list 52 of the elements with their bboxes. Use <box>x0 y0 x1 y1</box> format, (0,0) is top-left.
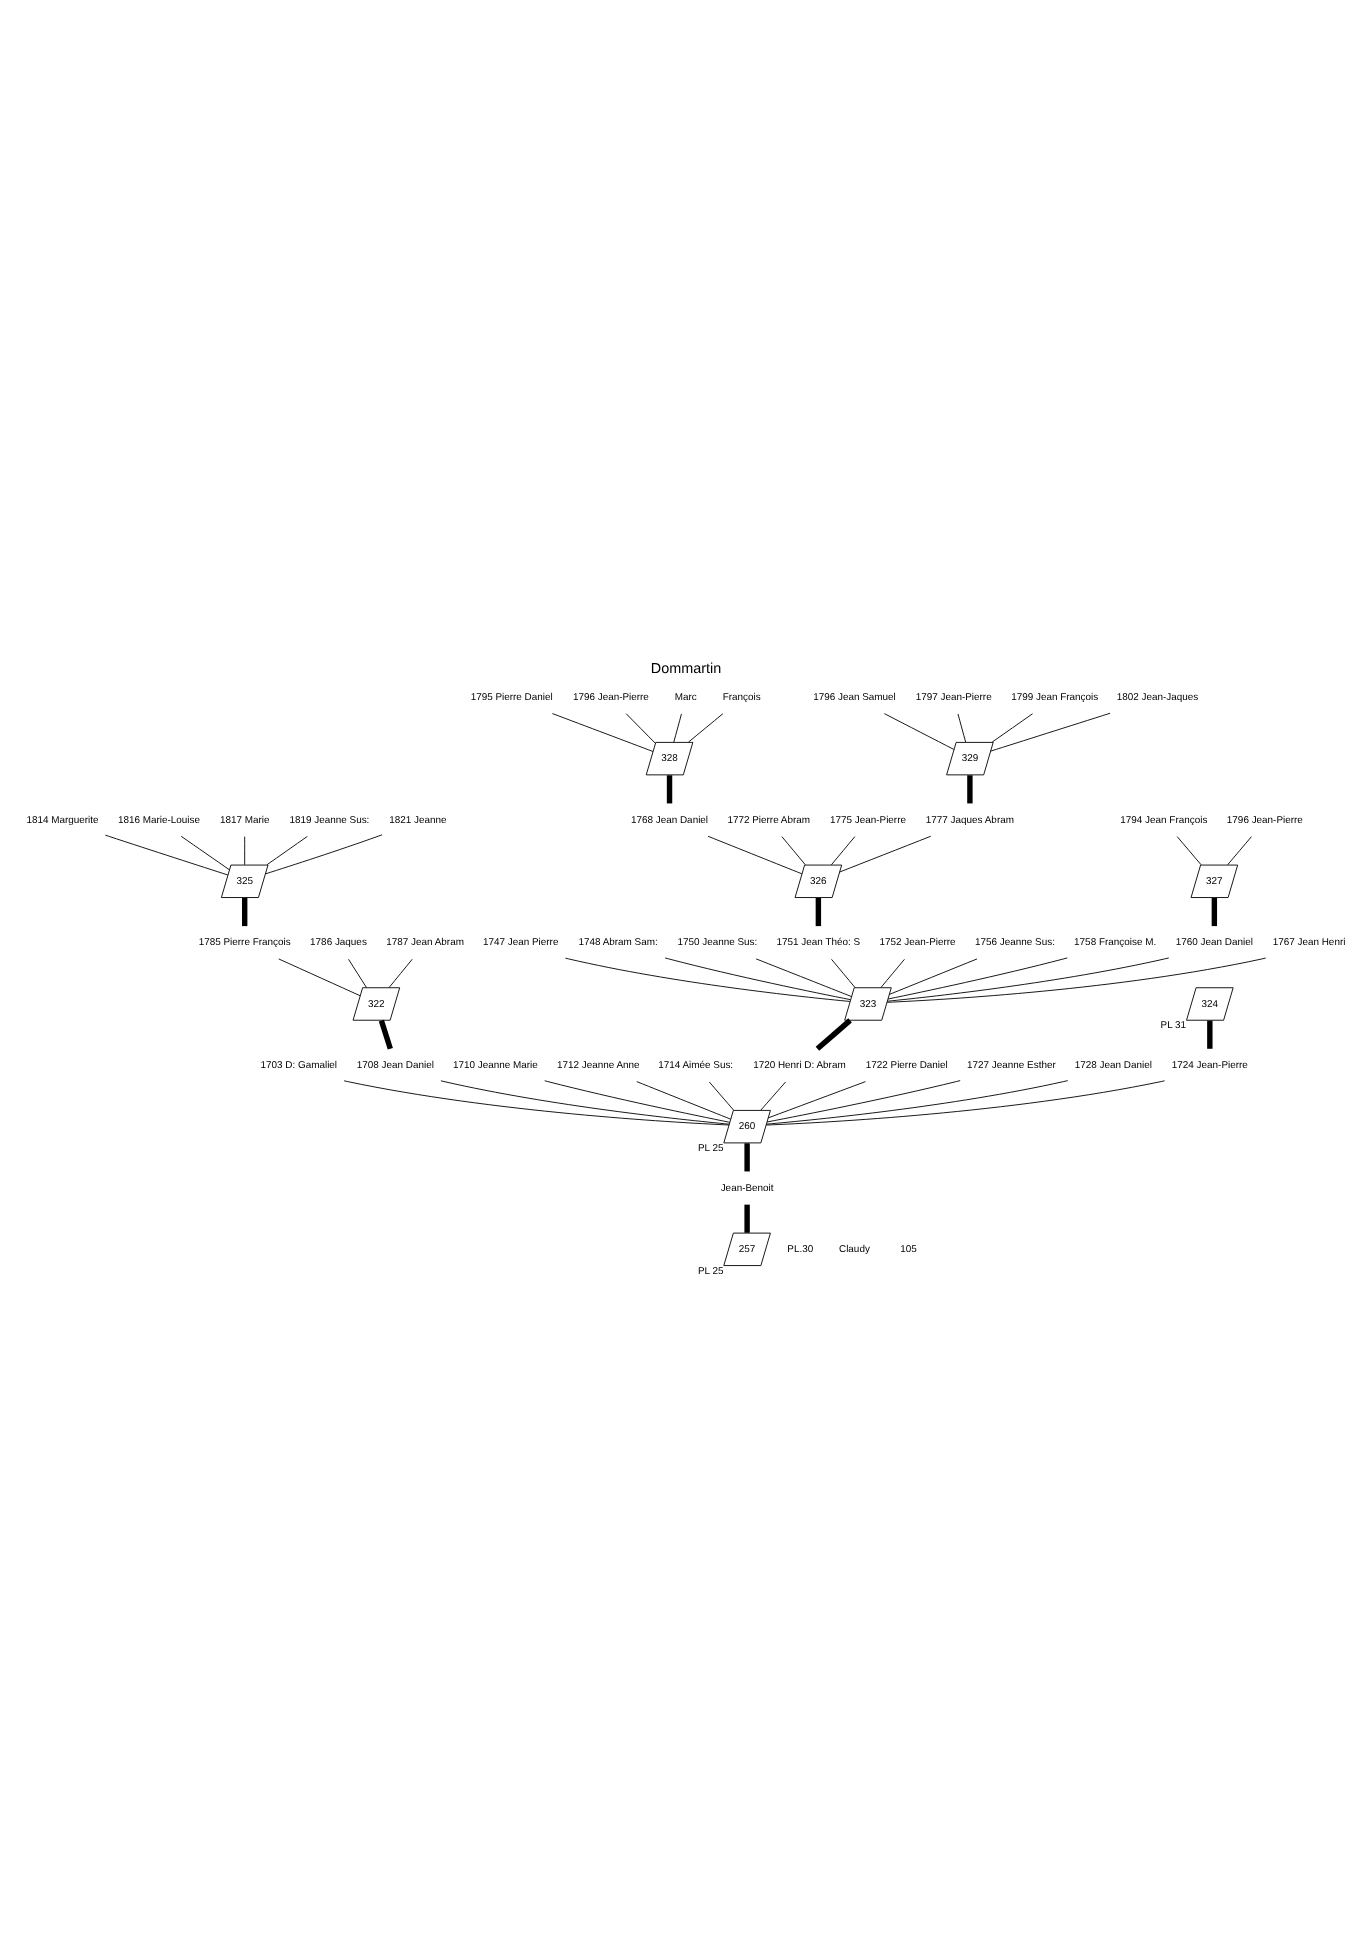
connector <box>388 958 413 988</box>
connector <box>767 1081 866 1119</box>
connector <box>957 713 967 743</box>
connector <box>766 1080 1069 1125</box>
connector <box>378 1019 393 1050</box>
diagram-title: Dommartin <box>650 658 722 677</box>
connector <box>688 713 724 743</box>
connector <box>766 1080 961 1123</box>
connector <box>839 835 932 873</box>
connector <box>544 1080 731 1123</box>
connector <box>673 713 682 743</box>
connector <box>343 1080 730 1126</box>
connector <box>1211 897 1218 927</box>
connector <box>880 958 905 988</box>
connector <box>967 775 973 804</box>
connector <box>104 834 229 876</box>
connector <box>765 1080 1165 1126</box>
connector <box>755 958 853 998</box>
connector <box>551 713 654 752</box>
connector <box>348 958 367 988</box>
connector <box>883 713 955 750</box>
connector <box>278 958 361 997</box>
connector <box>265 834 383 875</box>
connector <box>1176 836 1202 866</box>
connector <box>625 713 656 744</box>
connector <box>886 957 1267 1003</box>
connector <box>760 1081 787 1111</box>
connector <box>664 957 851 1001</box>
connector <box>991 713 1033 743</box>
connector <box>708 1081 735 1111</box>
connector <box>815 1018 852 1051</box>
connector <box>744 1204 750 1233</box>
connector <box>707 835 803 875</box>
connector <box>831 958 856 988</box>
connector <box>815 897 822 927</box>
connector <box>781 836 806 866</box>
connector <box>180 835 230 871</box>
connector <box>990 712 1111 752</box>
connector <box>1227 836 1252 866</box>
connector <box>887 957 1068 1000</box>
connector <box>242 897 248 927</box>
connector <box>636 1081 732 1120</box>
connector <box>266 835 308 866</box>
connector <box>887 957 1170 1002</box>
connector <box>888 958 978 995</box>
connector <box>244 836 246 866</box>
connector <box>830 836 856 866</box>
connector <box>744 1143 750 1172</box>
connector <box>440 1080 730 1125</box>
connector <box>666 775 673 804</box>
connector <box>564 957 851 1002</box>
connector <box>1207 1020 1213 1049</box>
